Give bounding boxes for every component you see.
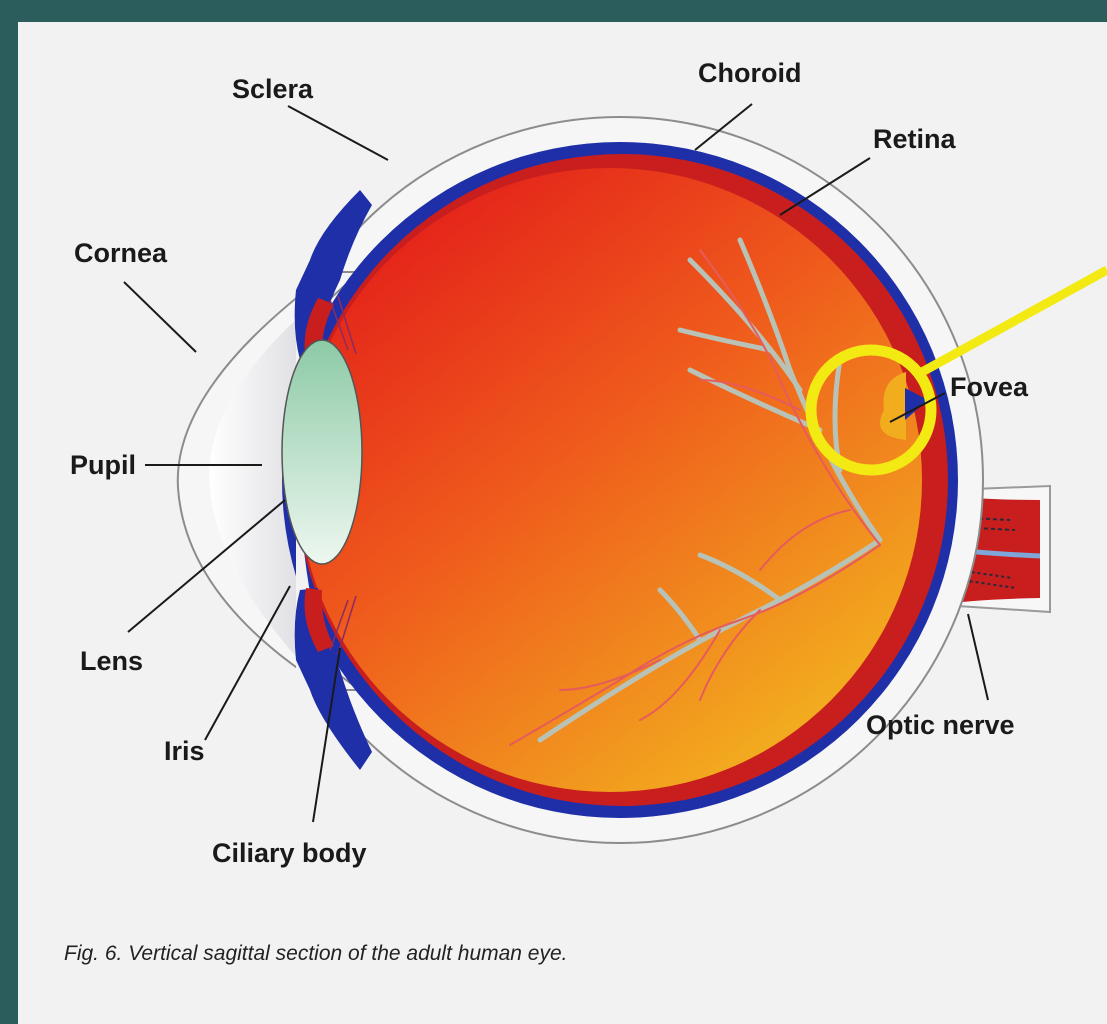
label-fovea: Fovea [950, 372, 1029, 402]
label-cornea: Cornea [74, 238, 168, 268]
label-sclera: Sclera [232, 74, 314, 104]
label-choroid: Choroid [698, 58, 801, 88]
label-lens: Lens [80, 646, 143, 676]
figure-caption: Fig. 6. Vertical sagittal section of the… [64, 942, 568, 965]
label-pupil: Pupil [70, 450, 136, 480]
vitreous-body [298, 168, 922, 792]
sclera-leader [288, 106, 388, 160]
optic-nerve-leader [968, 614, 988, 700]
label-retina: Retina [873, 124, 957, 154]
label-ciliary-body: Ciliary body [212, 838, 367, 868]
label-iris: Iris [164, 736, 205, 766]
label-optic-nerve: Optic nerve [866, 710, 1015, 740]
cornea-leader [124, 282, 196, 352]
highlight-pointer-line [922, 270, 1107, 372]
lens [282, 340, 362, 564]
